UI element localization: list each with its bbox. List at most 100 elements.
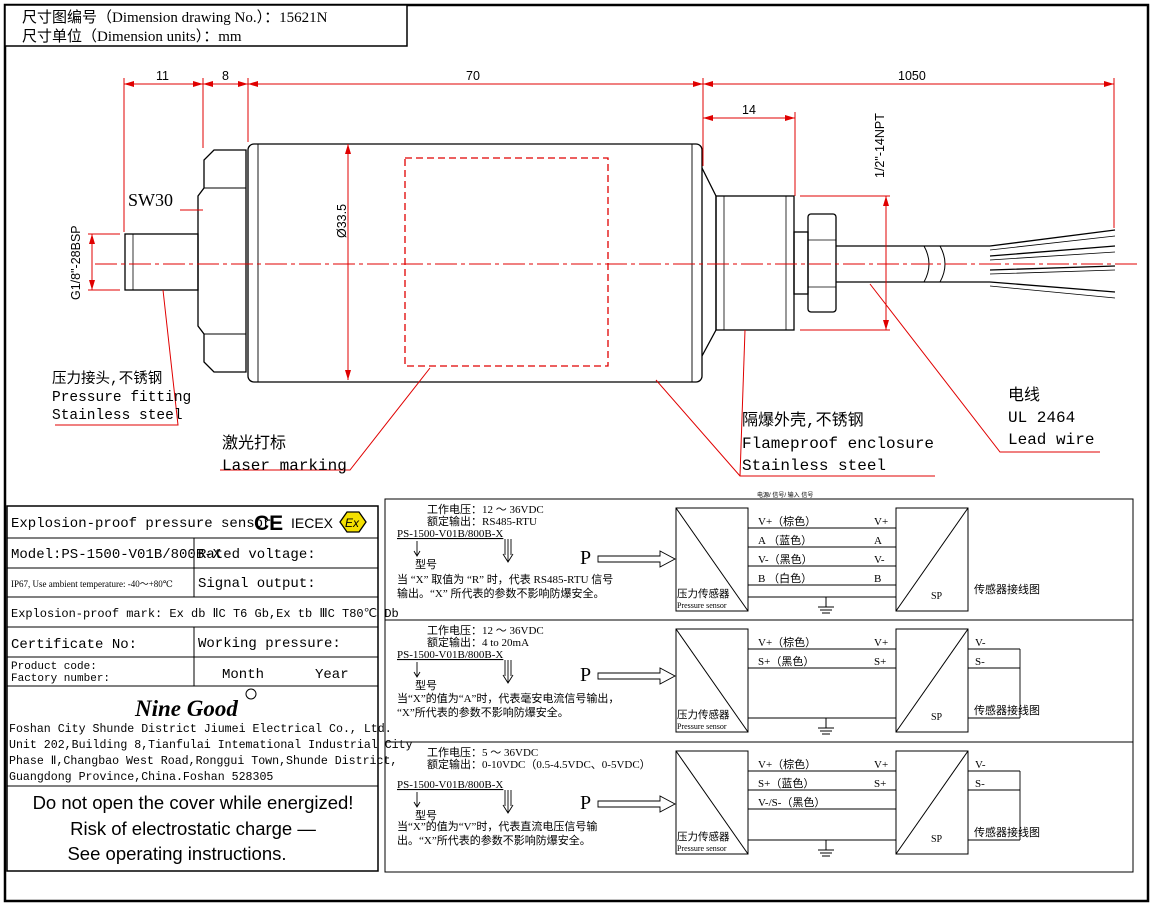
wire-leader [869,283,1100,453]
callout-fitting-cn: 压力接头,不锈钢 [52,370,162,388]
dim-fitting-length: 11 [156,69,169,83]
model-label: 型号 [415,678,437,692]
model-label: 型号 [415,808,437,822]
company-line-2: Unit 202,Building 8,Tianfulai Intemation… [9,739,413,752]
model-label: 型号 [415,557,437,571]
pressure-symbol: P [580,664,591,686]
output-terminal: V- [975,637,986,649]
ground-icon [818,840,834,857]
svg-text:Nine Good: Nine Good [134,696,238,721]
sp-label: SP [931,591,943,602]
down-arrow-icon [413,792,421,808]
wire-label: V+（棕色） [758,514,816,528]
header-block: 尺寸图编号（Dimension drawing No.）：15621N 尺寸单位… [4,4,408,47]
model-line: PS-1500-V01B/800B-X [397,779,503,791]
working-pressure-label: Working pressure: [198,636,341,652]
hollow-down-arrow-icon [502,539,514,563]
fitting-leader [55,289,179,426]
rated-output: 额定输出：4 to 20mA [427,635,529,649]
sensor-label-en: Pressure sensor [677,601,727,610]
hollow-down-arrow-icon [502,790,514,814]
model-line: PS-1500-V01B/800B-X [397,649,503,661]
certificate-label: Certificate No: [11,637,137,653]
factory-number-label: Factory number: [11,673,110,685]
wire-label: V-（黑色） [758,552,813,566]
dim-thread-length: 14 [742,103,756,117]
faint-top-label: 电源/ 信号/ 输入 信号 [757,491,813,499]
sensor-box [675,750,749,855]
sensor-label-en: Pressure sensor [677,722,727,731]
model-label: Model:PS-1500-V01B/800B-X [11,547,222,563]
pressure-arrow-icon [597,795,676,813]
wire-label: S+（黑色） [758,654,814,668]
diagram-label: 传感器接线图 [974,703,1040,717]
supply-voltage: 工作电压：12 ～ 36VDC [427,624,544,637]
warning-line-2: Risk of electrostatic charge — [70,818,316,839]
warning-line-3: See operating instructions. [67,843,286,864]
sheet-border [3,3,1150,903]
wire-terminal: V+ [874,516,888,528]
callout-wire-cn: 电线 [1008,386,1040,405]
hex-nut [197,149,247,373]
wire-label: V+（棕色） [758,757,816,771]
cable-gland [807,213,837,313]
wiring-panel: 工作电压：5 ～ 36VDC额定输出：0-10VDC（0.5-4.5VDC、0-… [397,746,1040,857]
arrowheads [89,81,1114,380]
note-line-1: 当 “X” 取值为 “R” 时，代表 RS485-RTU 信号 [397,572,613,586]
callout-fitting-material: Stainless steel [52,408,183,424]
wire-terminal: A [874,535,882,547]
wire-terminal: V- [874,554,885,566]
sensor-label-cn: 压力传感器 [677,587,730,600]
company-line-1: Foshan City Shunde District Jiumei Elect… [9,723,392,736]
drawing-number: 尺寸图编号（Dimension drawing No.）：15621N [22,9,328,26]
note-line-2: “X”所代表的参数不影响防爆安全。 [397,705,569,719]
nameplate-title: Explosion-proof pressure sensor [11,516,271,532]
wire-label: B （白色） [758,571,812,585]
sp-box [895,750,969,855]
enclosure-body [247,143,703,383]
wire-terminal: B [874,573,881,585]
wire-label: A （蓝色） [758,533,812,547]
callout-wire-en: Lead wire [1008,431,1094,449]
callout-laser-cn: 激光打标 [222,434,286,453]
dim-diameter: Ø33.5 [335,204,349,238]
warning-line-1: Do not open the cover while energized! [33,792,354,813]
callout-laser-en: Laser marking [222,457,347,475]
dim-body-length: 70 [466,69,480,83]
callout-fitting-en: Pressure fitting [52,390,191,406]
callout-enclosure-cn: 隔爆外壳,不锈钢 [742,410,864,430]
dim-conduit-thread: 1/2"-14NPT [873,113,887,178]
laser-leader [220,367,431,471]
note-line-1: 当“X”的值为“V”时，代表直流电压信号输 [397,819,597,833]
sp-label: SP [931,834,943,845]
rated-output: 额定输出：RS485-RTU [427,514,537,528]
pressure-symbol: P [580,792,591,814]
rated-output: 额定输出：0-10VDC（0.5-4.5VDC、0-5VDC） [427,757,651,771]
nameplate: Explosion-proof pressure sensor CE IECEX… [6,505,413,872]
dimension-labels: 11 8 70 1050 14 SW30 Ø33.5 G1/8"-28BSP 1… [69,69,926,300]
output-terminal: S- [975,778,985,790]
dimension-lines [55,78,1140,477]
dimension-units: 尺寸单位（Dimension units）：mm [22,28,242,45]
hollow-down-arrow-icon [502,660,514,684]
year-label: Year [315,667,349,683]
down-arrow-icon [413,541,421,557]
ground-icon [818,597,834,614]
ce-mark: CE [254,512,283,535]
sensor-box [675,507,749,612]
wire-label: V+（棕色） [758,635,816,649]
laser-marking-area [404,157,609,367]
wire-terminal: V+ [874,759,888,771]
note-line-1: 当“X”的值为“A”时，代表毫安电流信号输出， [397,691,619,705]
mechanical-drawing [124,143,1116,383]
diagram-label: 传感器接线图 [974,825,1040,839]
threaded-boss [715,195,795,331]
sensor-box [675,628,749,733]
product-code-label: Product code: [11,661,97,673]
note-line-2: 输出。“X” 所代表的参数不影响防爆安全。 [397,586,604,600]
sp-box [895,628,969,733]
down-arrow-icon [413,662,421,678]
